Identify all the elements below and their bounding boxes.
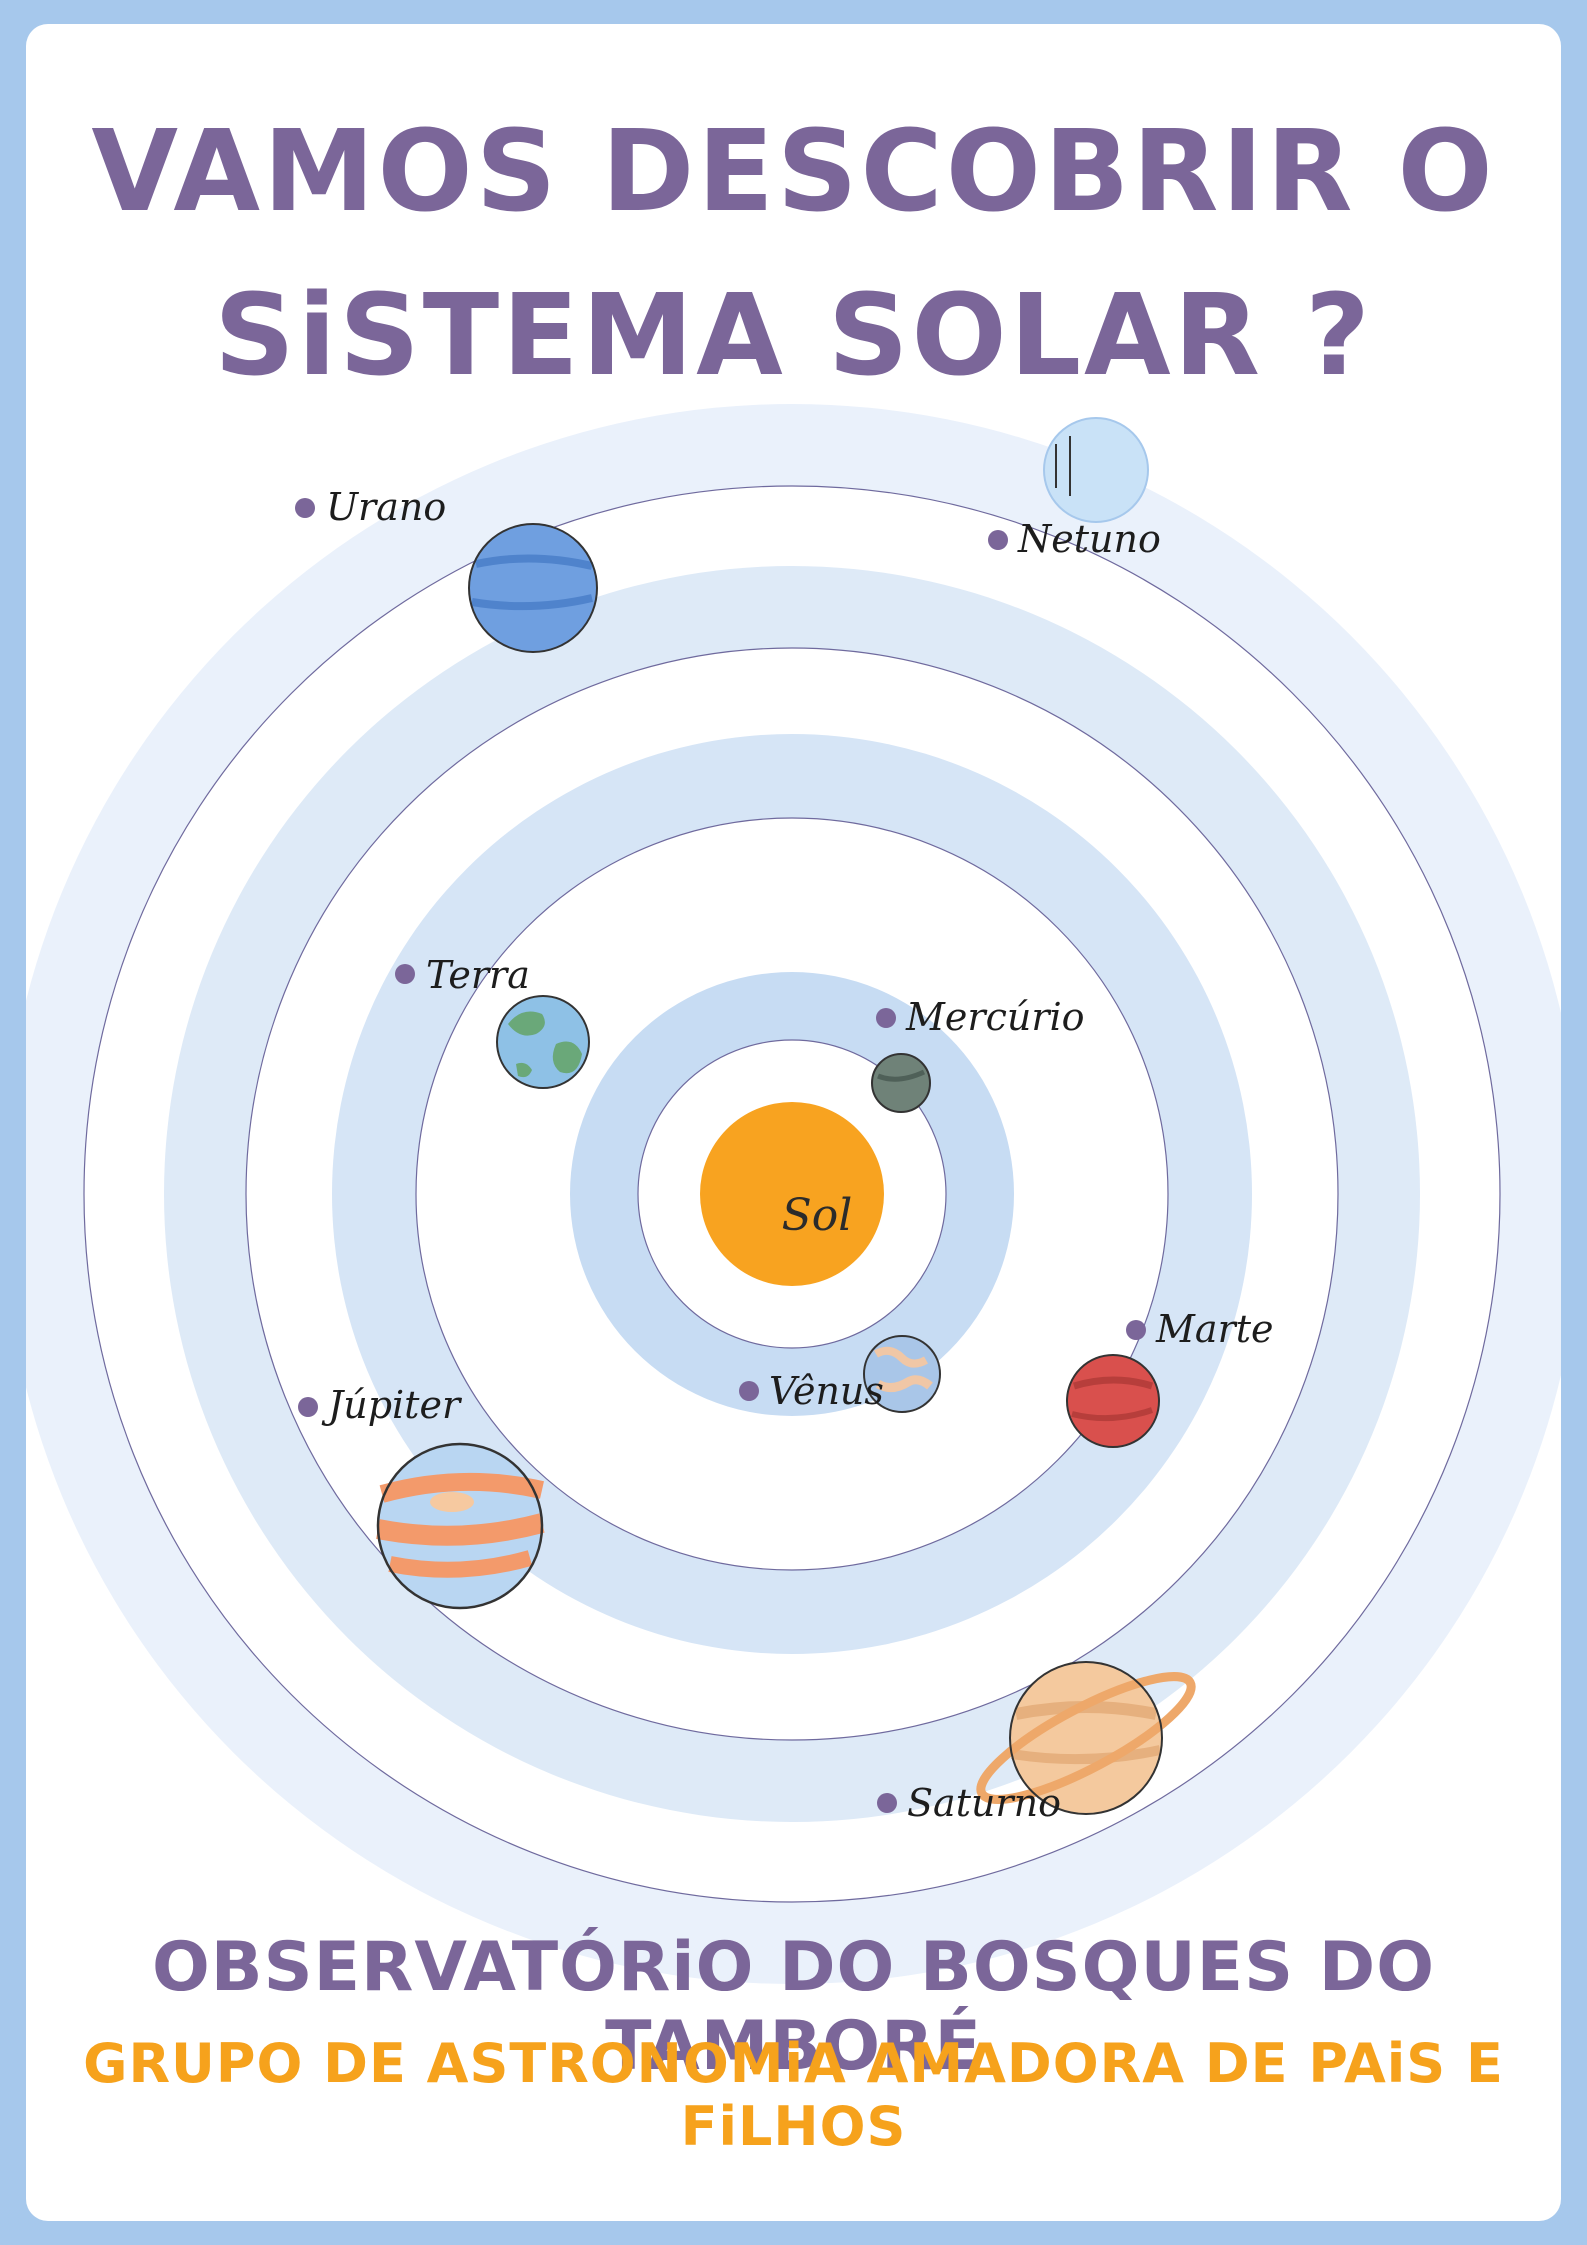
neptune-icon [1043,417,1149,523]
solar-system-diagram [26,404,1561,1984]
jupiter-icon [376,1442,545,1610]
poster-card: VAMOS DESCOBRIR O SiSTEMA SOLAR ? [26,24,1561,2221]
mercury-icon [871,1053,931,1113]
uranus-icon [468,523,598,653]
mercury-label: Mercúrio [906,995,1085,1039]
mars-icon [1066,1354,1160,1448]
saturn-label: Saturno [907,1781,1061,1825]
poster-title-line1: VAMOS DESCOBRIR O [91,107,1496,237]
group-name: GRUPO DE ASTRONOMiA AMADORA DE PAiS E Fi… [83,2032,1504,2158]
venus-label: Vênus [769,1369,884,1413]
jupiter-label: Júpiter [328,1383,461,1427]
sun-icon [700,1102,884,1286]
label-dots [295,498,1146,1813]
earth-label: Terra [426,953,530,997]
sun-label: Sol [781,1190,853,1241]
venus-icon [863,1335,941,1413]
poster-title-line2: SiSTEMA SOLAR ? [214,271,1373,401]
uranus-label: Urano [326,485,447,529]
saturn-icon [976,1661,1196,1815]
earth-icon [496,995,590,1089]
neptune-label: Netuno [1018,517,1161,561]
mars-label: Marte [1156,1307,1274,1351]
observatory-name: OBSERVATÓRiO DO BOSQUES DO TAMBORÉ [151,1928,1436,2086]
